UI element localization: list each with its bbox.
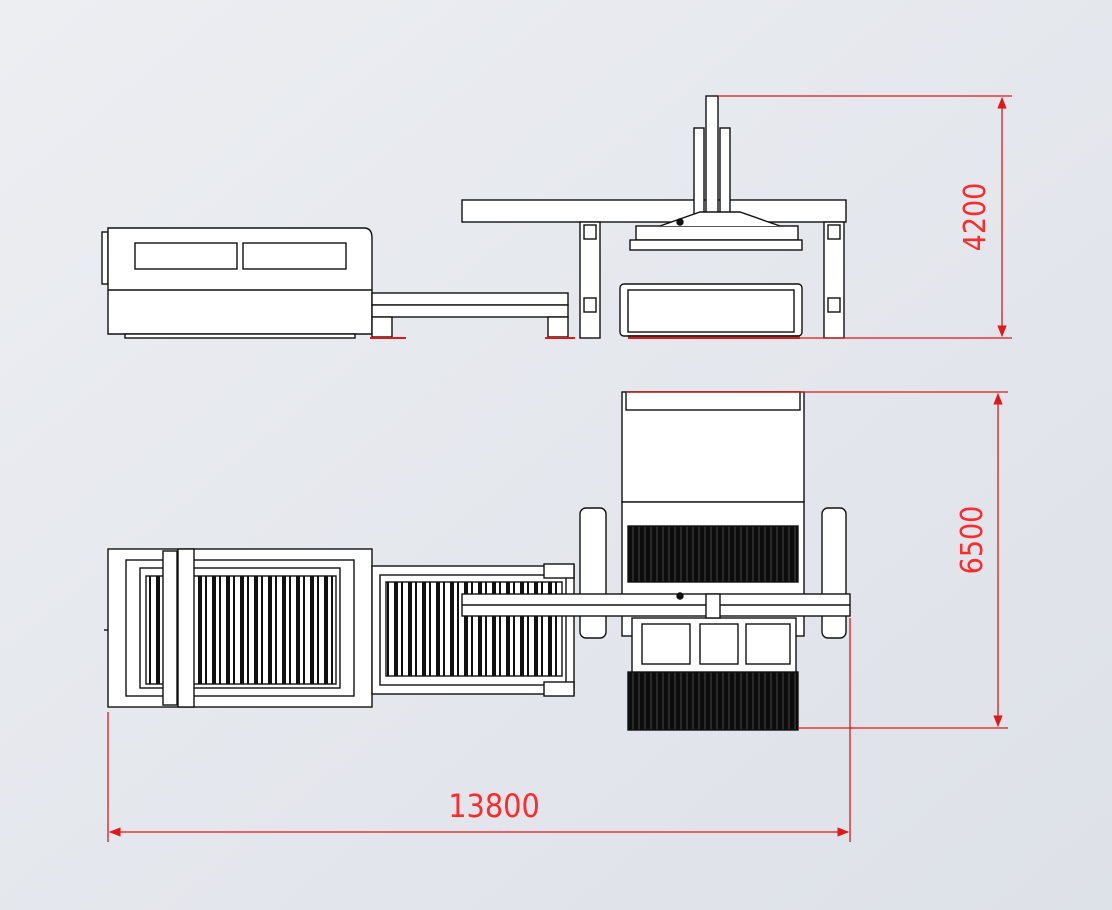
length-dimension-label: 13800 — [448, 787, 540, 825]
top-view-conveyor — [371, 563, 575, 697]
dimension-lines — [107, 95, 1012, 842]
width-dimension-label: 6500 — [955, 506, 990, 575]
height-dimension-label: 4200 — [958, 183, 993, 252]
side-view-conveyor — [371, 292, 569, 338]
side-view-machine — [461, 95, 847, 339]
side-view-cabinet — [101, 227, 373, 339]
top-view — [104, 391, 851, 731]
top-view-loading-table — [104, 548, 373, 708]
side-view — [101, 95, 847, 339]
top-view-machine — [461, 391, 851, 731]
